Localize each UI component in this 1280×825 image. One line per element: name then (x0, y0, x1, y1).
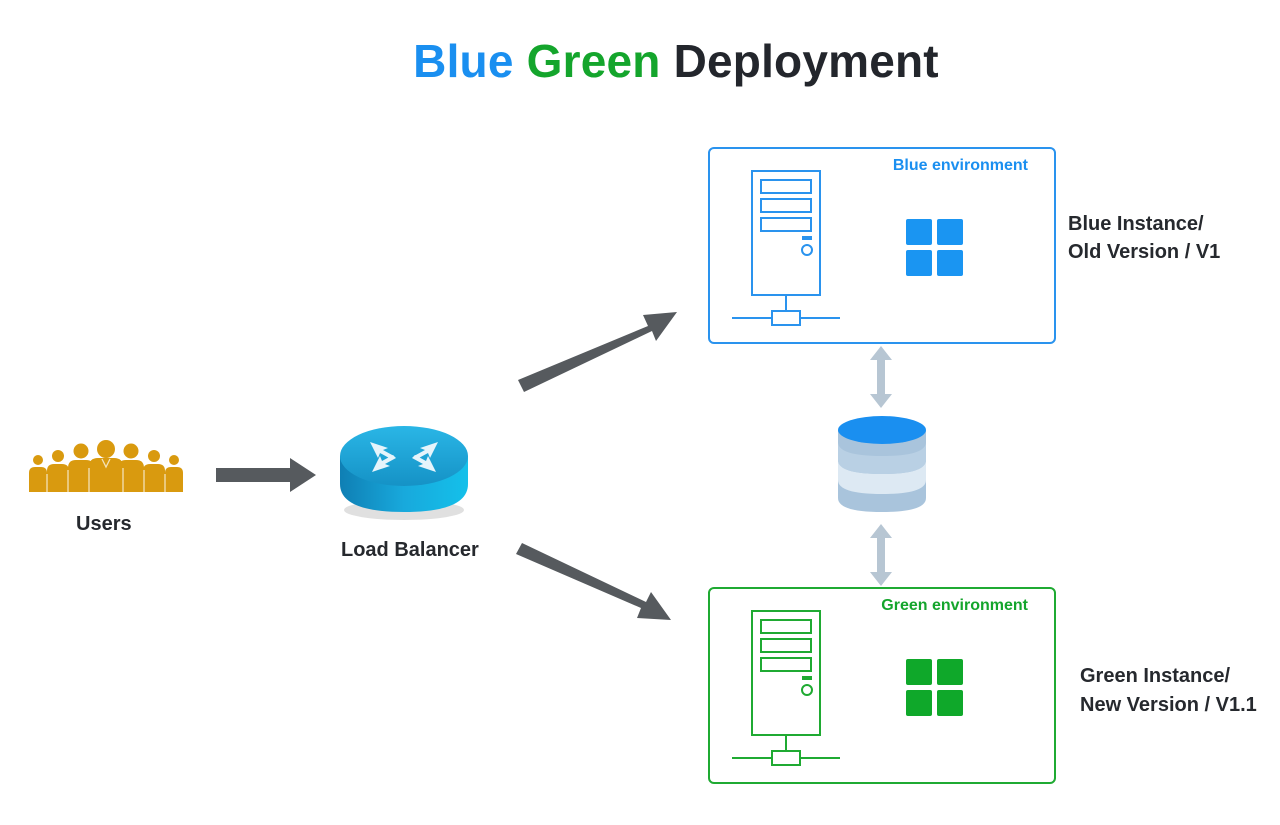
load-balancer-label: Load Balancer (341, 539, 479, 561)
arrow-users-to-lb (216, 458, 316, 492)
green-caption-line1: Green Instance/ (1080, 665, 1231, 687)
title-word-blue: Blue (413, 35, 514, 87)
arrow-lb-to-green (516, 543, 671, 620)
database-icon (838, 416, 926, 512)
users-group-icon (29, 440, 183, 492)
page-title: Blue Green Deployment (0, 34, 1280, 88)
sync-arrow-blue-db (870, 346, 892, 408)
title-word-deployment: Deployment (673, 35, 939, 87)
blue-environment-title: Blue environment (892, 157, 1028, 174)
server-icon (732, 610, 840, 766)
blue-instance-caption: Blue Instance/ Old Version / V1 (1068, 210, 1220, 266)
sync-arrow-db-green (870, 524, 892, 586)
green-environment-box: Green environment (708, 587, 1056, 784)
windows-logo-icon (906, 219, 964, 277)
blue-environment-box: Blue environment (708, 147, 1056, 344)
blue-caption-line2: Old Version / V1 (1068, 241, 1221, 263)
windows-logo-icon (906, 659, 964, 717)
arrow-lb-to-blue (518, 312, 677, 392)
title-word-green: Green (526, 35, 661, 87)
blue-caption-line1: Blue Instance/ (1068, 213, 1204, 235)
green-instance-caption: Green Instance/ New Version / V1.1 (1080, 662, 1257, 720)
green-caption-line2: New Version / V1.1 (1080, 694, 1257, 716)
users-label: Users (76, 513, 132, 535)
green-environment-title: Green environment (881, 597, 1028, 614)
server-icon (732, 170, 840, 326)
router-icon (340, 426, 468, 520)
